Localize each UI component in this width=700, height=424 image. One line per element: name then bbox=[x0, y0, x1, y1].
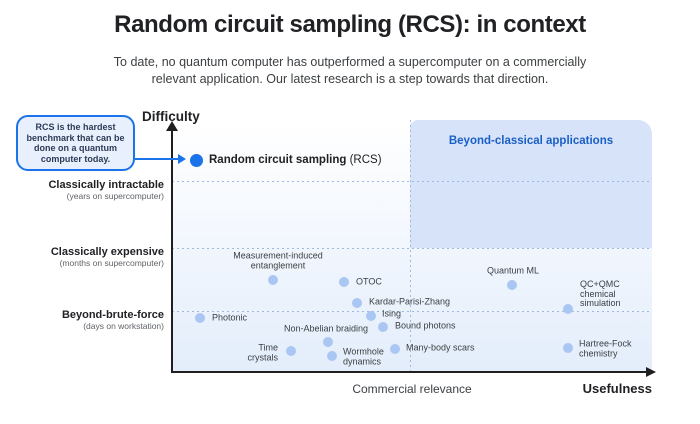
point-many-body-scars bbox=[390, 344, 400, 354]
rcs-callout-box: RCS is the hardest benchmark that can be… bbox=[16, 115, 135, 171]
x-axis-line bbox=[171, 371, 649, 373]
point-qc-qmc-chemical-simulation bbox=[563, 304, 573, 314]
callout-arrowhead-icon bbox=[178, 154, 186, 164]
point-label-quantum-ml: Quantum ML bbox=[486, 265, 540, 276]
y-axis-line bbox=[171, 130, 173, 373]
point-label-otoc: OTOC bbox=[356, 276, 382, 287]
point-photonic bbox=[195, 313, 205, 323]
band-label-1: Classically expensive(months on supercom… bbox=[0, 246, 164, 269]
point-label-many-body-scars: Many-body scars bbox=[406, 342, 475, 353]
point-kardar-parisi-zhang bbox=[352, 298, 362, 308]
band-divider-0 bbox=[172, 181, 652, 182]
subtitle-line-1: To date, no quantum computer has outperf… bbox=[113, 55, 587, 69]
point-quantum-ml bbox=[507, 280, 517, 290]
commercial-relevance-divider-line bbox=[410, 120, 411, 371]
x-axis-annotation: Commercial relevance bbox=[352, 382, 472, 396]
band-label-sub-1: (months on supercomputer) bbox=[59, 258, 164, 268]
band-label-main-1: Classically expensive bbox=[50, 246, 164, 258]
band-divider-1 bbox=[172, 248, 652, 249]
band-label-2: Beyond-brute-force(days on workstation) bbox=[0, 309, 164, 332]
band-label-0: Classically intractable(years on superco… bbox=[0, 179, 164, 202]
point-measurement-induced-entanglement bbox=[268, 275, 278, 285]
subtitle-line-2: relevant application. Our latest researc… bbox=[151, 72, 549, 86]
band-label-main-2: Beyond-brute-force bbox=[61, 309, 164, 321]
point-ising bbox=[366, 311, 376, 321]
point-otoc bbox=[339, 277, 349, 287]
band-label-sub-0: (years on supercomputer) bbox=[66, 191, 164, 201]
point-time-crystals bbox=[286, 346, 296, 356]
point-wormhole-dynamics bbox=[327, 351, 337, 361]
page-subtitle: To date, no quantum computer has outperf… bbox=[0, 54, 700, 88]
point-non-abelian-braiding bbox=[323, 337, 333, 347]
point-label-ising: Ising bbox=[382, 308, 402, 319]
point-label-photonic: Photonic bbox=[212, 312, 248, 323]
page-title: Random circuit sampling (RCS): in contex… bbox=[114, 11, 586, 38]
beyond-classical-region bbox=[410, 120, 652, 248]
point-label-random-circuit-sampling: Random circuit sampling (RCS) bbox=[209, 154, 382, 166]
band-label-sub-2: (days on workstation) bbox=[83, 321, 164, 331]
rcs-callout-text: RCS is the hardest benchmark that can be… bbox=[26, 122, 125, 164]
band-label-main-0: Classically intractable bbox=[48, 179, 164, 191]
x-axis-title: Usefulness bbox=[582, 381, 652, 396]
point-bound-photons bbox=[378, 322, 388, 332]
point-label-kardar-parisi-zhang: Kardar-Parisi-Zhang bbox=[369, 296, 451, 307]
band-divider-2 bbox=[172, 311, 652, 312]
callout-arrow-line bbox=[135, 158, 179, 160]
y-axis-title: Difficulty bbox=[142, 109, 200, 124]
point-random-circuit-sampling bbox=[190, 154, 203, 167]
point-label-non-abelian-braiding: Non-Abelian braiding bbox=[283, 323, 369, 334]
beyond-classical-region-label: Beyond-classical applications bbox=[448, 135, 614, 147]
point-label-bound-photons: Bound photons bbox=[395, 320, 456, 331]
y-axis-arrowhead-icon bbox=[166, 121, 178, 131]
point-hartree-fock-chemistry bbox=[563, 343, 573, 353]
x-axis-arrowhead-icon bbox=[646, 367, 656, 377]
